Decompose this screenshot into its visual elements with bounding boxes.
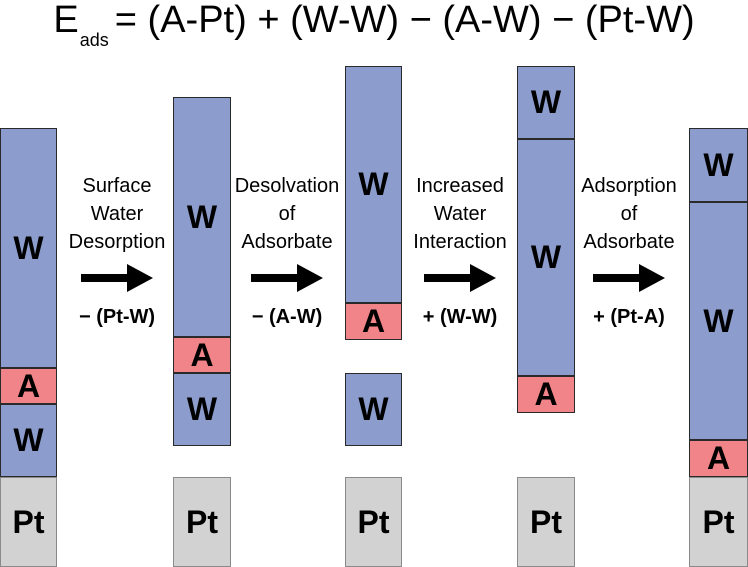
equation-rhs: = (A-Pt) + (W-W) − (A-W) − (Pt-W) <box>114 0 695 41</box>
col2-platinum: Pt <box>173 477 231 567</box>
right-arrow-icon <box>81 264 153 292</box>
col1-water-top: W <box>0 128 57 368</box>
right-arrow-icon <box>593 264 665 292</box>
step2-line3: Adsorbate <box>241 231 333 253</box>
col2-water-bottom: W <box>173 373 231 446</box>
step4-formula: + (Pt-A) <box>593 306 665 328</box>
step-desolvation-of-adsorbate: Desolvation of Adsorbate − (A-W) <box>231 172 343 330</box>
col2-water-top: W <box>173 97 231 337</box>
step-surface-water-desorption: Surface Water Desorption − (Pt-W) <box>61 172 173 330</box>
step4-line2: of <box>620 203 638 225</box>
step1-line3: Desorption <box>68 231 166 253</box>
col4-water-top: W <box>517 66 575 139</box>
col1-platinum: Pt <box>0 477 57 567</box>
step2-line2: of <box>278 203 296 225</box>
col2-adsorbate: A <box>173 337 231 373</box>
col1-adsorbate: A <box>0 368 57 404</box>
col5-adsorbate: A <box>689 440 748 477</box>
step-adsorption-of-adsorbate: Adsorption of Adsorbate + (Pt-A) <box>573 172 685 330</box>
col3-platinum: Pt <box>345 477 402 567</box>
col3-adsorbate: A <box>345 303 402 340</box>
step4-line3: Adsorbate <box>583 231 675 253</box>
col5-water-middle: W <box>689 202 748 440</box>
col5-water-top: W <box>689 128 748 202</box>
right-arrow-icon <box>424 264 496 292</box>
step2-formula: − (A-W) <box>251 306 323 328</box>
col4-platinum: Pt <box>517 477 575 567</box>
step2-line1: Desolvation <box>234 175 340 197</box>
step3-line3: Interaction <box>413 231 507 253</box>
col4-adsorbate: A <box>517 376 575 413</box>
step3-formula: + (W-W) <box>422 306 498 328</box>
step-increased-water-interaction: Increased Water Interaction + (W-W) <box>404 172 516 330</box>
col4-water-middle: W <box>517 139 575 376</box>
energy-equation: Eads= (A-Pt) + (W-W) − (A-W) − (Pt-W) <box>0 0 748 60</box>
step4-line1: Adsorption <box>581 175 677 197</box>
right-arrow-icon <box>251 264 323 292</box>
col3-water-top: W <box>345 66 402 303</box>
step1-formula: − (Pt-W) <box>78 306 156 328</box>
step3-line1: Increased <box>416 175 504 197</box>
equation-lhs: E <box>53 0 79 41</box>
equation-subscript: ads <box>79 30 109 50</box>
step3-line2: Water <box>433 203 487 225</box>
col1-water-bottom: W <box>0 404 57 477</box>
step1-line1: Surface <box>82 175 152 197</box>
step1-line2: Water <box>90 203 144 225</box>
col5-platinum: Pt <box>689 477 748 567</box>
col3-water-detached: W <box>345 373 402 446</box>
